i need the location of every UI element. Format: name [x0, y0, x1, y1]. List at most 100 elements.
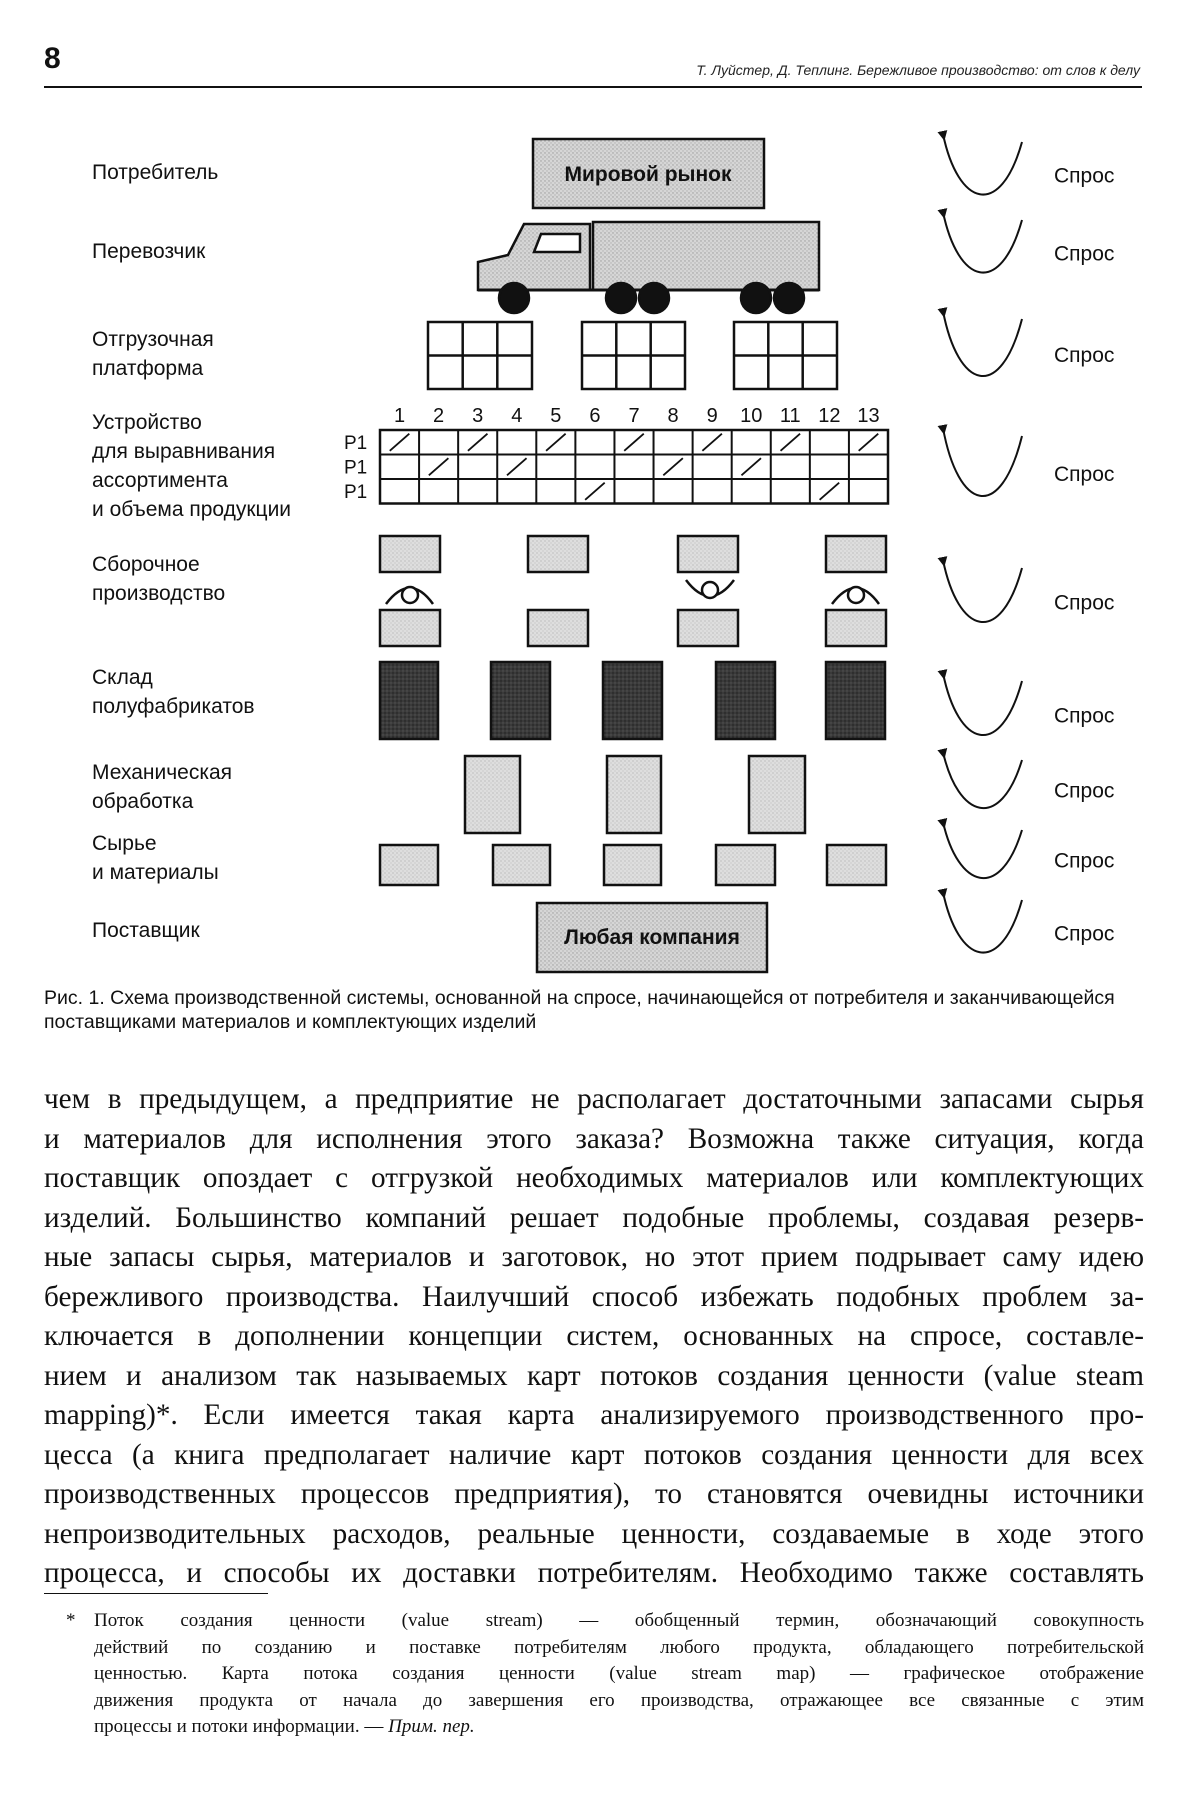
body-line: ные запасы сырья, материалов и заготовок…	[44, 1241, 1144, 1273]
demand-curve-icon	[937, 817, 1023, 879]
footnote-mark: *	[66, 1610, 76, 1631]
slot-number: 10	[740, 405, 762, 427]
demand-curve-icon	[937, 669, 1023, 737]
wip-box	[489, 660, 552, 741]
assembly-input-box	[526, 534, 590, 574]
body-line: производственных процессов предприятия),…	[44, 1478, 1144, 1510]
body-line: непроизводительных расходов, реальные це…	[44, 1517, 1144, 1550]
wip-box	[378, 660, 440, 741]
demand-label: Спрос	[1054, 591, 1114, 614]
kanban-card	[428, 457, 449, 477]
body-line: и материалов для исполнения этого заказа…	[44, 1122, 1144, 1155]
demand-label: Спрос	[1054, 463, 1114, 486]
shipping-dock-grids	[426, 320, 839, 391]
operator-icon	[385, 585, 435, 605]
slot-number: 1	[394, 405, 405, 427]
row-label-consumer: Потребитель	[92, 161, 219, 184]
kanban-card	[545, 432, 567, 452]
page-number: 8	[44, 42, 61, 75]
kanban-card	[858, 432, 879, 452]
dock-grid-3	[732, 320, 839, 391]
row-label-carrier: Перевозчик	[92, 240, 206, 263]
raw-material-box	[602, 843, 663, 887]
assembly-output-box	[526, 608, 590, 648]
header-rule	[44, 86, 1142, 88]
kanban-card	[779, 432, 801, 452]
body-line: mapping)*. Если имеется такая карта анал…	[44, 1399, 1144, 1431]
demand-label: Спрос	[1054, 922, 1114, 945]
body-paragraph: чем в предыдущем, а предприятие не распо…	[44, 1080, 1144, 1594]
body-line: чем в предыдущем, а предприятие не распо…	[44, 1083, 1144, 1115]
footnote-text: Поток создания ценности (value stream) —…	[94, 1608, 1144, 1741]
row-label-machining: Механическая обработка	[92, 761, 233, 813]
row-label-assembly: Сборочное производство	[92, 553, 226, 605]
raw-material-box	[825, 843, 888, 887]
assembly-stations	[378, 534, 888, 648]
slot-number: 5	[550, 405, 561, 427]
supplier-box-label: Любая компания	[564, 926, 740, 949]
slot-number: 2	[433, 405, 444, 427]
slot-number: 8	[668, 405, 679, 427]
demand-label: Спрос	[1054, 780, 1114, 803]
body-line: процесса, и способы их доставки потребит…	[44, 1557, 1144, 1589]
product-label: P1	[344, 482, 367, 503]
kanban-card	[623, 432, 645, 452]
wip-warehouse-boxes	[378, 660, 887, 741]
machining-boxes	[463, 754, 807, 835]
body-line: цесса (а книга предполагает наличие карт…	[44, 1438, 1144, 1471]
row-label-leveling-device: Устройство для выравнивания ассортимента…	[92, 411, 292, 521]
footnote-line: действий по созданию и поставке потребит…	[94, 1636, 1144, 1658]
demand-label: Спрос	[1054, 850, 1114, 873]
kanban-card	[740, 457, 762, 477]
row-label-wip-warehouse: Склад полуфабрикатов	[92, 666, 255, 718]
body-line: изделий. Большинство компаний решает под…	[44, 1201, 1144, 1234]
footnote-line: процессы и потоки информации. — Прим. пе…	[94, 1714, 1144, 1741]
assembly-input-box	[676, 534, 740, 574]
slot-number: 12	[818, 405, 840, 427]
raw-material-boxes	[378, 843, 888, 887]
slot-number: 7	[628, 405, 639, 427]
assembly-input-box	[824, 534, 888, 574]
translator-note: Прим. пер.	[388, 1716, 475, 1737]
kanban-card	[819, 481, 840, 501]
demand-curve-icon	[937, 747, 1023, 809]
assembly-output-box	[824, 608, 888, 648]
demand-curve-icon	[937, 208, 1023, 274]
assembly-input-box	[378, 534, 442, 574]
truck-icon	[476, 220, 821, 315]
demand-label: Спрос	[1054, 242, 1114, 265]
operator-icon	[685, 579, 735, 600]
demand-curve-icon	[937, 424, 1023, 497]
footnote-line: движения продукта от начала до завершени…	[94, 1689, 1144, 1711]
product-label: P1	[344, 458, 367, 479]
slot-number: 13	[857, 405, 879, 427]
slot-number: 3	[472, 405, 483, 427]
demand-curve-icon	[937, 888, 1023, 954]
machining-box	[605, 754, 663, 835]
operator-icon	[831, 585, 881, 605]
kanban-card	[467, 432, 489, 452]
slot-number: 9	[707, 405, 718, 427]
assembly-output-box	[378, 608, 442, 648]
raw-material-box	[714, 843, 777, 887]
raw-material-box	[378, 843, 440, 887]
body-line: бережливого производства. Наилучший спос…	[44, 1280, 1144, 1313]
machining-box	[463, 754, 522, 835]
supplier-box: Любая компания	[535, 901, 769, 974]
slot-number: 6	[589, 405, 600, 427]
body-line: поставщик опоздает с отгрузкой необходим…	[44, 1162, 1144, 1194]
figure-caption: Рис. 1. Схема производственной системы, …	[44, 987, 1115, 1033]
assembly-output-box	[676, 608, 740, 648]
slot-number: 11	[780, 405, 801, 427]
raw-material-box	[491, 843, 552, 887]
demand-label: Спрос	[1054, 344, 1114, 367]
kanban-card	[662, 457, 684, 477]
wip-box	[714, 660, 777, 741]
footnote-last-text: процессы и потоки информации. —	[94, 1716, 389, 1737]
wip-box	[824, 660, 887, 741]
row-label-supplier: Поставщик	[92, 919, 200, 942]
heijunka-grid	[378, 428, 890, 505]
slot-number: 4	[511, 405, 522, 427]
footnote: * Поток создания ценности (value stream)…	[44, 1608, 1144, 1741]
